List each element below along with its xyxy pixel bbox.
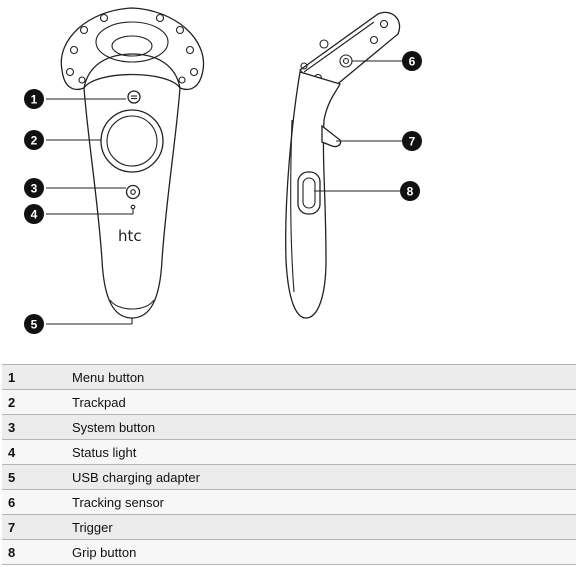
part-label: USB charging adapter — [66, 464, 576, 490]
svg-text:1: 1 — [31, 93, 38, 107]
part-number: 6 — [2, 489, 66, 515]
callout-6: 6 — [402, 51, 422, 71]
part-label: System button — [66, 414, 576, 440]
part-label: Trackpad — [66, 389, 576, 415]
callout-4: 4 — [24, 204, 44, 224]
svg-text:3: 3 — [31, 182, 38, 196]
part-number: 4 — [2, 439, 66, 465]
svg-text:5: 5 — [31, 318, 38, 332]
callout-5: 5 — [24, 314, 44, 334]
part-number: 7 — [2, 514, 66, 540]
svg-text:2: 2 — [31, 134, 38, 148]
callout-7: 7 — [402, 131, 422, 151]
callout-3: 3 — [24, 178, 44, 198]
controller-diagram: htc 1 2 3 — [24, 7, 422, 334]
callout-2: 2 — [24, 130, 44, 150]
controller-side-view — [285, 11, 401, 319]
part-label: Tracking sensor — [66, 489, 576, 515]
svg-text:7: 7 — [409, 135, 416, 149]
part-number: 3 — [2, 414, 66, 440]
part-number: 2 — [2, 389, 66, 415]
part-label: Status light — [66, 439, 576, 465]
svg-text:8: 8 — [407, 185, 414, 199]
part-number: 8 — [2, 539, 66, 565]
part-label: Menu button — [66, 364, 576, 390]
part-number: 1 — [2, 364, 66, 390]
controller-front-view: htc — [60, 7, 205, 319]
svg-text:4: 4 — [31, 208, 38, 222]
svg-text:6: 6 — [409, 55, 416, 69]
part-label: Trigger — [66, 514, 576, 540]
callout-1: 1 — [24, 89, 44, 109]
htc-logo: htc — [118, 227, 142, 245]
callout-8: 8 — [400, 181, 420, 201]
part-label: Grip button — [66, 539, 576, 565]
part-number: 5 — [2, 464, 66, 490]
